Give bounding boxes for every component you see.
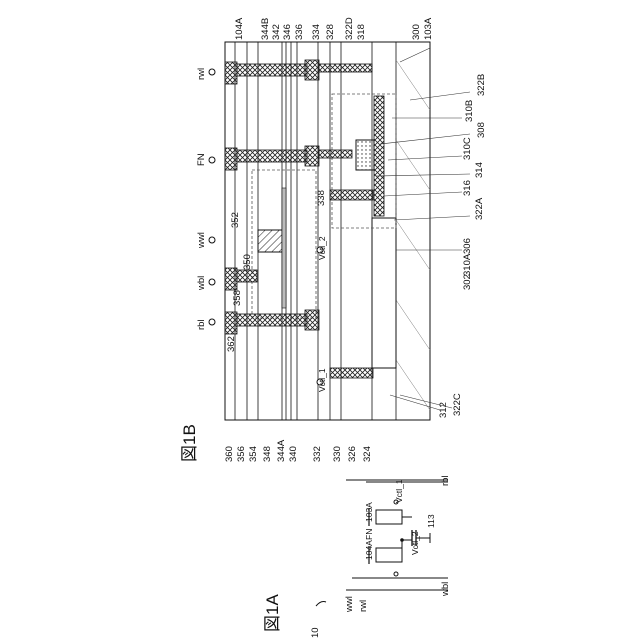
figure-1b: 図1B [180,17,487,462]
label-362: 362 [226,336,237,352]
label-360: 360 [224,446,235,462]
wbl-label: wbl [440,582,451,597]
label-328: 328 [325,24,336,40]
label-310a: 310A [462,253,473,276]
label-306: 306 [462,238,473,254]
label-344a: 344A [276,439,287,462]
transistor-103a [376,510,402,524]
bottom-labels: 360 356 354 348 344A 340 332 330 326 324 [224,439,373,462]
label-fn: FN [364,529,374,540]
label-346: 346 [282,24,293,40]
substrate-texture [396,60,430,410]
label-104a-b: 104A [234,17,245,40]
terminal-wwl: wwl [196,232,207,249]
label-326: 326 [347,446,358,462]
figure-1a: 図1A 10 wwl rwl wbl rbl 104A 103 [263,475,451,638]
label-318: 318 [356,24,367,40]
label-vctl2-1a: Vctl_2 [410,531,420,555]
figure-1a-ref-arrow [316,602,326,607]
label-322b: 322B [476,74,487,96]
semiconductor-region-302 [372,218,396,368]
label-vctl1: Vctl_1 [317,368,327,392]
label-336: 336 [294,24,305,40]
label-103a: 103A [364,502,374,522]
label-340: 340 [288,446,299,462]
label-342: 342 [271,24,282,40]
gate-electrode-310 [374,96,384,216]
top-labels: 104A 344B 342 346 336 334 328 322D 318 3… [234,17,434,40]
rwl-label: rwl [358,600,369,612]
label-300: 300 [411,24,422,40]
label-322a: 322A [474,197,485,220]
label-354: 354 [248,446,259,462]
label-358: 358 [232,290,243,306]
terminal-rbl: rbl [196,319,207,330]
figure-1b-title: 図1B [180,424,199,462]
terminal-fn: FN [196,153,207,166]
terminal-rwl: rwl [196,68,207,80]
leader-lines [376,48,470,410]
label-316: 316 [462,180,473,196]
label-356: 356 [236,446,247,462]
wwl-label: wwl [344,596,355,613]
label-104a: 104A [364,540,374,560]
figure-1a-title-group: 図1A [263,594,282,632]
label-310b: 310B [464,100,475,122]
gate-stack-308 [356,140,374,170]
label-350: 350 [242,254,253,270]
rbl-label: rbl [440,475,451,486]
label-324: 324 [362,446,373,462]
label-302: 302 [462,274,473,290]
transistor-104a [376,548,402,562]
label-348: 348 [262,446,273,462]
right-labels: 322B 310B 308 310C 314 316 322A 306 310A… [462,74,487,290]
label-314: 314 [474,162,485,178]
label-338: 338 [316,190,327,206]
label-322c: 322C [452,393,463,416]
gate-electrode-352 [258,230,282,252]
label-330: 330 [332,446,343,462]
misc-labels: 352 350 358 362 338 312 322C [226,190,463,418]
label-113: 113 [426,514,436,528]
figure-1a-title: 図1A [263,594,282,632]
label-308: 308 [476,122,487,138]
terminal-wbl: wbl [196,276,207,291]
cross-section-frame [225,42,430,420]
label-322d: 322D [344,17,355,40]
label-344b: 344B [260,18,271,40]
label-334: 334 [311,24,322,40]
label-352: 352 [230,212,241,228]
semiconductor-344b [282,188,286,308]
label-103a-b: 103A [423,17,434,40]
figure-1a-ref-label: 10 [310,627,321,638]
label-310c: 310C [462,137,473,160]
label-vctl2: Vctl_2 [317,236,327,260]
label-vctl1-1a: Vctl_1 [394,479,404,503]
label-332: 332 [312,446,323,462]
